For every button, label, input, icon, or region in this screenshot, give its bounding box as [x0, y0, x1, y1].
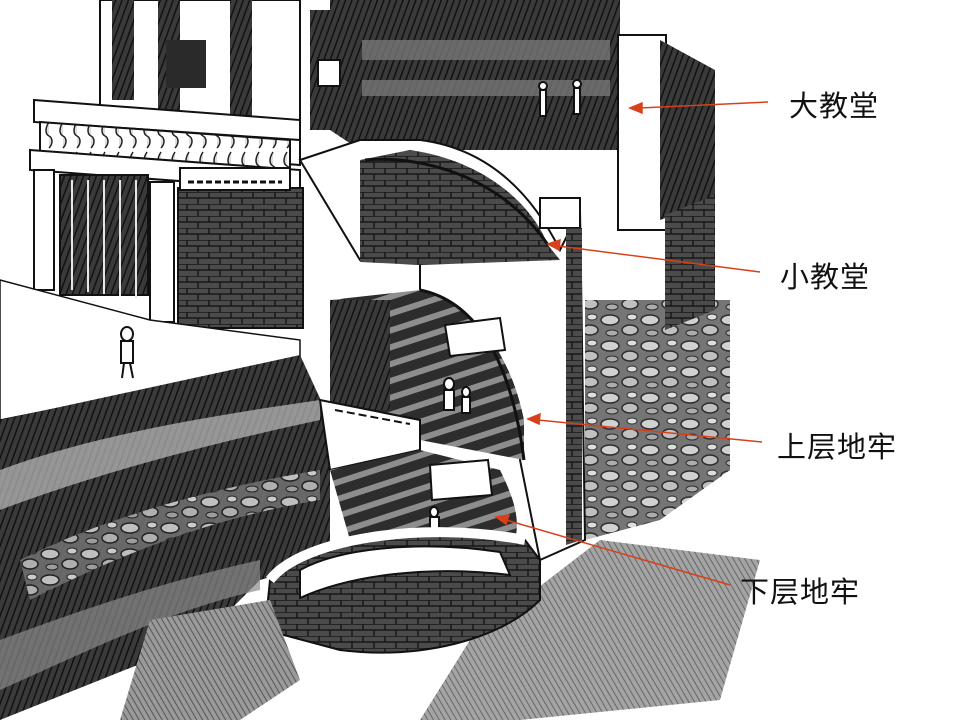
- label-upper-crypt: 上层地牢: [777, 430, 898, 464]
- label-small-chapel: 小教堂: [780, 260, 871, 294]
- callout-lower-crypt: [494, 514, 731, 586]
- label-lower-crypt: 下层地牢: [740, 575, 861, 609]
- label-great-church: 大教堂: [789, 89, 880, 123]
- callout-upper-crypt: [526, 412, 763, 443]
- callout-great-church: [628, 101, 769, 115]
- callout-small-chapel: [546, 238, 761, 273]
